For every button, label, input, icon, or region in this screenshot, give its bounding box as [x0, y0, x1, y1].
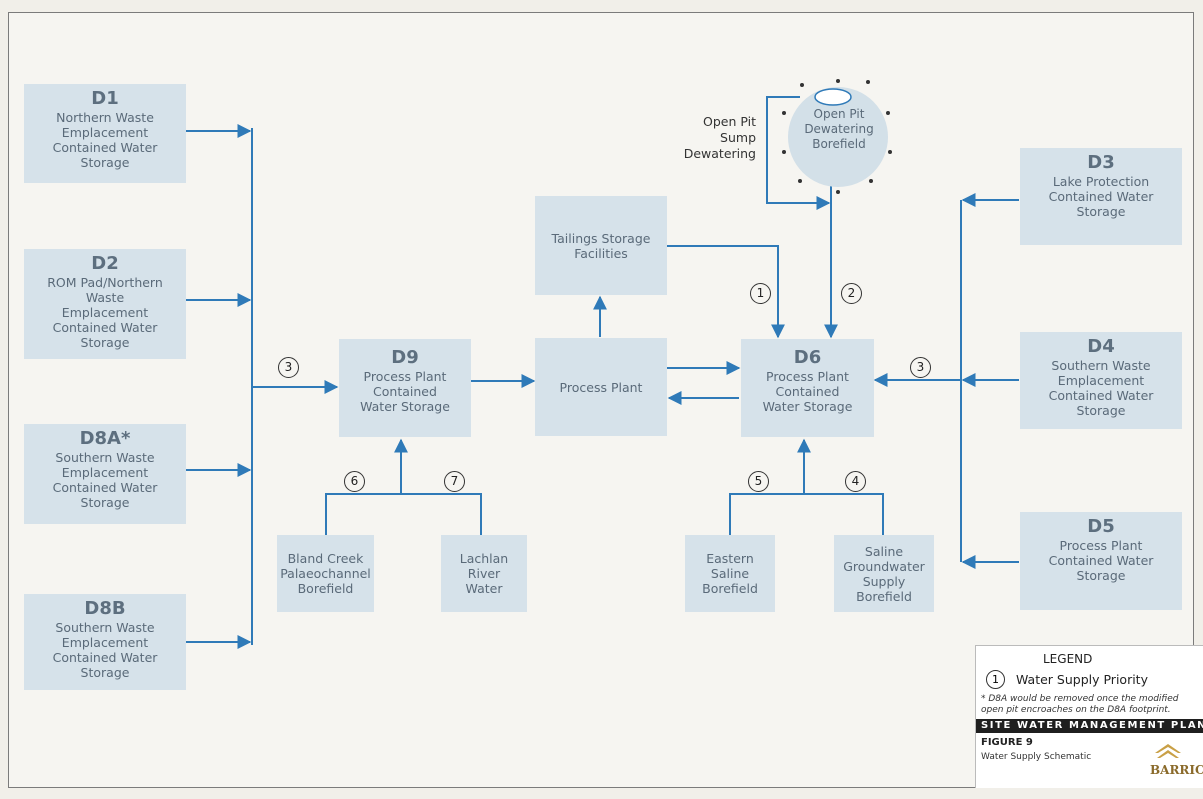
- brand-name: BARRICK: [1150, 763, 1203, 777]
- priority-6: 6: [344, 471, 365, 492]
- d1-description: Northern Waste Emplacement Contained Wat…: [52, 110, 158, 170]
- lachlan-label: Lachlan River Water: [459, 551, 509, 596]
- tailings-label: Tailings Storage Facilities: [551, 230, 651, 261]
- d1-storage-box: D1 Northern Waste Emplacement Contained …: [24, 84, 186, 183]
- sump-dewatering-label: Open Pit Sump Dewatering: [683, 114, 756, 161]
- d6-storage-box: D6 Process Plant Contained Water Storage: [741, 339, 874, 437]
- d8b-code: D8B: [84, 598, 126, 619]
- bland-creek-borefield-box: Bland Creek Palaeochannel Borefield: [277, 535, 374, 612]
- legend-item-label: Water Supply Priority: [1016, 672, 1148, 687]
- d9-code: D9: [391, 347, 419, 368]
- priority-7: 7: [444, 471, 465, 492]
- saline-groundwater-borefield-box: Saline Groundwater Supply Borefield: [834, 535, 934, 612]
- d6-code: D6: [793, 347, 822, 368]
- priority-3-left: 3: [278, 357, 299, 378]
- pit-sump-ellipse: [814, 88, 852, 106]
- borefield-dot: [886, 111, 890, 115]
- d5-code: D5: [1087, 516, 1115, 537]
- arrow-tailings-d6: [667, 245, 785, 339]
- barrick-logo-icon: [1155, 744, 1181, 758]
- source-line-eastern: [729, 493, 884, 535]
- d3-code: D3: [1087, 152, 1115, 173]
- priority-5: 5: [748, 471, 769, 492]
- source-line-bland: [325, 493, 482, 535]
- d3-description: Lake Protection Contained Water Storage: [1048, 174, 1154, 219]
- eastern-saline-borefield-box: Eastern Saline Borefield: [685, 535, 775, 612]
- priority-4: 4: [845, 471, 866, 492]
- sump-loop-line: [766, 96, 831, 210]
- lachlan-river-box: Lachlan River Water: [441, 535, 527, 612]
- process-plant-label: Process Plant: [559, 379, 643, 395]
- borefield-dot: [866, 80, 870, 84]
- legend-panel: LEGEND 1 Water Supply Priority * D8A wou…: [975, 645, 1203, 788]
- priority-2: 2: [841, 283, 862, 304]
- priority-3-right: 3: [910, 357, 931, 378]
- borefield-dot: [888, 150, 892, 154]
- borefield-dot: [798, 179, 802, 183]
- d5-storage-box: D5 Process Plant Contained Water Storage: [1020, 512, 1182, 610]
- legend-title: LEGEND: [1043, 652, 1093, 666]
- borefield-dot: [836, 190, 840, 194]
- d2-code: D2: [91, 253, 119, 274]
- plan-title-band: SITE WATER MANAGEMENT PLAN: [976, 719, 1203, 733]
- tailings-storage-box: Tailings Storage Facilities: [535, 196, 667, 295]
- d2-description: ROM Pad/Northern Waste Emplacement Conta…: [47, 275, 163, 350]
- priority-1: 1: [750, 283, 771, 304]
- figure-subtitle: Water Supply Schematic: [981, 752, 1092, 762]
- d4-storage-box: D4 Southern Waste Emplacement Contained …: [1020, 332, 1182, 429]
- borefield-dot: [836, 79, 840, 83]
- d5-description: Process Plant Contained Water Storage: [1048, 538, 1154, 583]
- d3-storage-box: D3 Lake Protection Contained Water Stora…: [1020, 148, 1182, 245]
- d8b-storage-box: D8B Southern Waste Emplacement Contained…: [24, 594, 186, 690]
- d1-code: D1: [91, 88, 119, 109]
- d8a-code: D8A*: [79, 428, 131, 449]
- d6-description: Process Plant Contained Water Storage: [762, 369, 853, 414]
- d9-storage-box: D9 Process Plant Contained Water Storage: [339, 339, 471, 437]
- process-plant-box: Process Plant: [535, 338, 667, 436]
- borefield-dot: [869, 179, 873, 183]
- saline-groundwater-label: Saline Groundwater Supply Borefield: [843, 543, 925, 604]
- borefield-dot: [800, 83, 804, 87]
- d2-storage-box: D2 ROM Pad/Northern Waste Emplacement Co…: [24, 249, 186, 359]
- borefield-dot: [782, 150, 786, 154]
- legend-footnote: * D8A would be removed once the modified…: [981, 694, 1179, 715]
- d8b-description: Southern Waste Emplacement Contained Wat…: [52, 620, 158, 680]
- d4-description: Southern Waste Emplacement Contained Wat…: [1048, 358, 1154, 418]
- eastern-saline-label: Eastern Saline Borefield: [702, 551, 758, 596]
- d9-description: Process Plant Contained Water Storage: [360, 369, 450, 414]
- d8a-storage-box: D8A* Southern Waste Emplacement Containe…: [24, 424, 186, 524]
- d4-code: D4: [1087, 336, 1115, 357]
- dewatering-borefield-label: Open Pit Dewatering Borefield: [804, 107, 874, 151]
- legend-priority-symbol: 1: [986, 670, 1005, 689]
- figure-number: FIGURE 9: [981, 737, 1033, 748]
- borefield-dot: [782, 111, 786, 115]
- d8a-description: Southern Waste Emplacement Contained Wat…: [52, 450, 158, 510]
- dewatering-borefield-circle: [788, 87, 888, 187]
- bland-creek-label: Bland Creek Palaeochannel Borefield: [280, 551, 371, 596]
